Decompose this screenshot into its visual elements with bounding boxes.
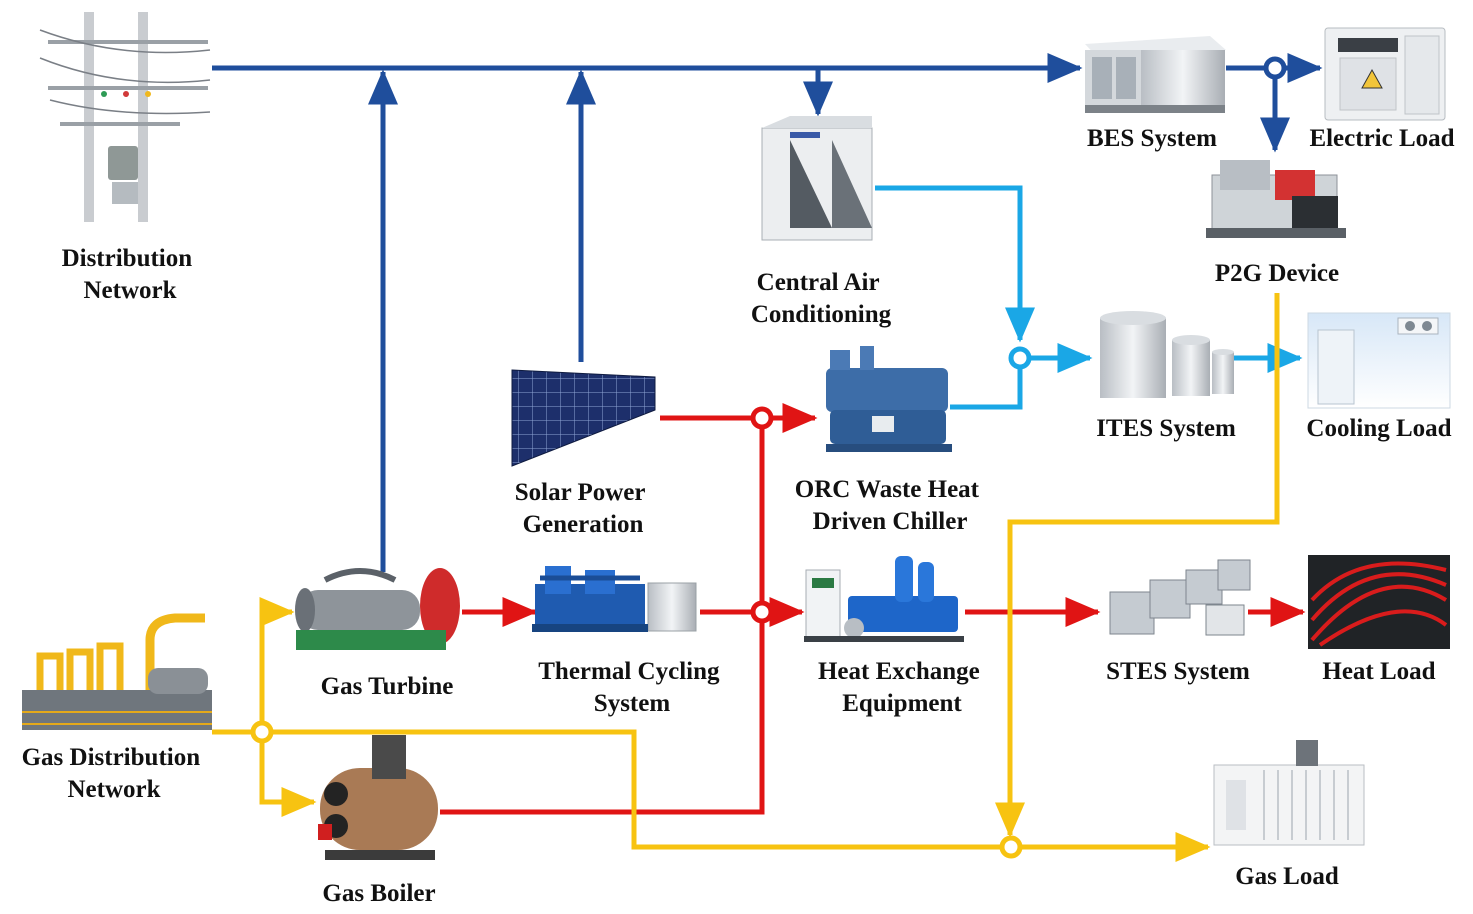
storage-tanks-icon [1100, 311, 1234, 398]
heat-exchanger-icon [804, 556, 964, 642]
solar-power-generation-label: Solar Power Generation [515, 479, 652, 538]
gas-genset-icon [1213, 740, 1365, 846]
gas-junction-to-boiler [259, 741, 317, 817]
p2g-to-gas-junction [995, 293, 1280, 838]
electric-load-label: Electric Load [1309, 125, 1454, 152]
gas-pipeline-icon [22, 613, 212, 730]
gas-turbine-label: Gas Turbine [321, 673, 454, 700]
solar-panel-icon [511, 369, 656, 467]
gas-junction-to-gas-load [271, 729, 1002, 850]
cooling-flows [875, 185, 1303, 410]
distribution-network-label: Distribution Network [62, 245, 199, 304]
thermal-cycling-system-label: Thermal Cycling System [538, 658, 726, 717]
chiller-to-cooling-junction [950, 368, 1023, 410]
gas-distribution-network-label: Gas Distribution Network [22, 744, 207, 803]
central-air-conditioning-label: Central Air Conditioning [751, 269, 892, 328]
bes-system-label: BES System [1087, 125, 1217, 152]
orc-chiller-label: ORC Waste Heat Driven Chiller [795, 476, 986, 535]
turbine-icon [295, 568, 460, 650]
gas-flows [212, 293, 1280, 862]
boiler-to-heat-junction [440, 622, 765, 815]
labels: Distribution Network BES System Electric… [22, 125, 1455, 907]
ac-to-cooling-junction [875, 185, 1035, 343]
storage-modules-icon [1109, 559, 1251, 636]
pump-skid-icon [532, 566, 697, 632]
battery-cabinet-icon [1085, 36, 1226, 113]
generator-icon [1206, 160, 1346, 238]
boiler-icon [318, 735, 438, 860]
electric-junction [1263, 56, 1287, 80]
heat-junction-top [750, 406, 774, 430]
cooling-load-label: Cooling Load [1306, 415, 1451, 442]
heat-exchange-equipment-label: Heat Exchange Equipment [818, 658, 986, 717]
gas-junction-left [250, 720, 274, 744]
electricity-flows [212, 53, 1323, 572]
electric-load-cabinet-icon [1324, 27, 1446, 121]
gas-junction-right [999, 835, 1023, 859]
cooling-junction [1008, 346, 1032, 370]
heat-load-label: Heat Load [1322, 658, 1435, 685]
gas-boiler-label: Gas Boiler [322, 880, 435, 907]
power-pole-icon [39, 12, 211, 222]
heat-flows [440, 403, 1306, 815]
floor-heating-icon [1308, 555, 1450, 649]
air-conditioner-icon [761, 116, 873, 241]
absorption-chiller-icon [826, 346, 952, 452]
gas-junction-to-turbine [259, 597, 295, 723]
stes-system-label: STES System [1106, 658, 1250, 685]
cold-room-icon [1307, 312, 1451, 409]
gas-load-label: Gas Load [1235, 863, 1339, 890]
p2g-device-label: P2G Device [1215, 260, 1339, 287]
ites-system-label: ITES System [1096, 415, 1236, 442]
heat-junction-bottom [750, 600, 774, 624]
